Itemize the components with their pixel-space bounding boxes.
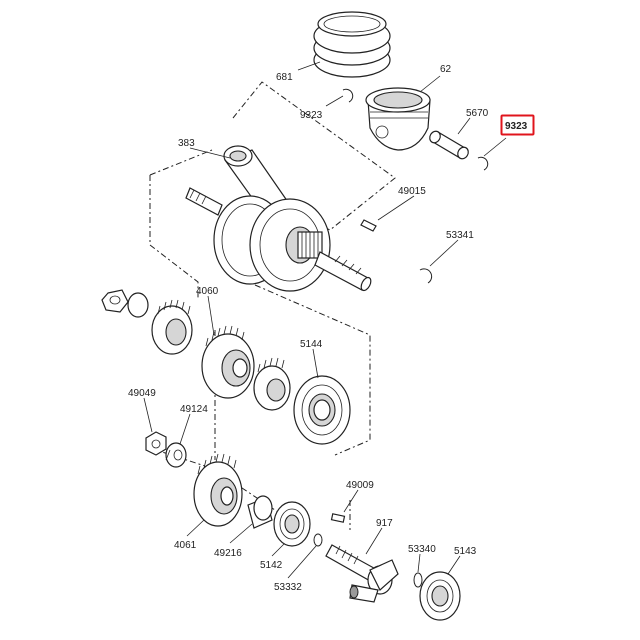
key-49009[interactable] — [330, 513, 346, 523]
piston-pin[interactable] — [428, 129, 471, 160]
bearing-5142[interactable] — [273, 501, 311, 547]
highlight-box — [500, 114, 535, 136]
washer-49124[interactable] — [165, 442, 187, 468]
shaft-nut-gear-cluster[interactable] — [101, 289, 193, 355]
oring-53332[interactable] — [313, 533, 323, 547]
part-label-53332[interactable]: 53332 — [274, 582, 302, 593]
circlip-left[interactable] — [342, 88, 354, 103]
part-label-49049[interactable]: 49049 — [128, 388, 156, 399]
assembly-guide-lines — [149, 81, 396, 531]
part-label-4060[interactable]: 4060 — [196, 286, 219, 297]
woodruff-key[interactable] — [360, 219, 377, 232]
part-label-49009[interactable]: 49009 — [346, 480, 374, 491]
part-label-5144[interactable]: 5144 — [300, 339, 323, 350]
part-label-53340[interactable]: 53340 — [408, 544, 436, 555]
crankshaft-assembly[interactable] — [185, 145, 373, 292]
part-label-5670[interactable]: 5670 — [466, 108, 489, 119]
part-label-5143[interactable]: 5143 — [454, 546, 477, 557]
part-label-5142[interactable]: 5142 — [260, 560, 283, 571]
gear-4060[interactable] — [201, 325, 255, 399]
part-label-49015[interactable]: 49015 — [398, 186, 426, 197]
part-label-9323-highlighted[interactable]: 9323 — [505, 121, 528, 132]
circlip-53341[interactable] — [419, 268, 433, 284]
circlip-53340[interactable] — [413, 572, 423, 588]
part-label-681[interactable]: 681 — [276, 72, 293, 83]
bearing-5143[interactable] — [419, 571, 461, 621]
bearing-5144[interactable] — [293, 375, 351, 445]
nut-49049[interactable] — [145, 431, 167, 456]
part-label-49124[interactable]: 49124 — [180, 404, 208, 415]
part-label-383[interactable]: 383 — [178, 138, 195, 149]
part-label-62[interactable]: 62 — [440, 64, 452, 75]
piston[interactable] — [365, 87, 431, 151]
part-label-4061[interactable]: 4061 — [174, 540, 197, 551]
part-label-53341[interactable]: 53341 — [446, 230, 474, 241]
part-label-917[interactable]: 917 — [376, 518, 393, 529]
leader-lines — [143, 61, 507, 579]
gear-4061[interactable] — [193, 453, 243, 527]
part-label-49216[interactable]: 49216 — [214, 548, 242, 559]
part-labels: 681 62 9323 5670 9323 383 49015 53341 40… — [128, 64, 535, 593]
circlip-right[interactable] — [477, 156, 489, 171]
part-label-9323-left[interactable]: 9323 — [300, 110, 323, 121]
gear-middle[interactable] — [253, 357, 291, 411]
bushing-49216[interactable] — [247, 495, 273, 529]
piston-rings[interactable] — [313, 11, 391, 78]
shaft-917[interactable] — [325, 544, 399, 603]
